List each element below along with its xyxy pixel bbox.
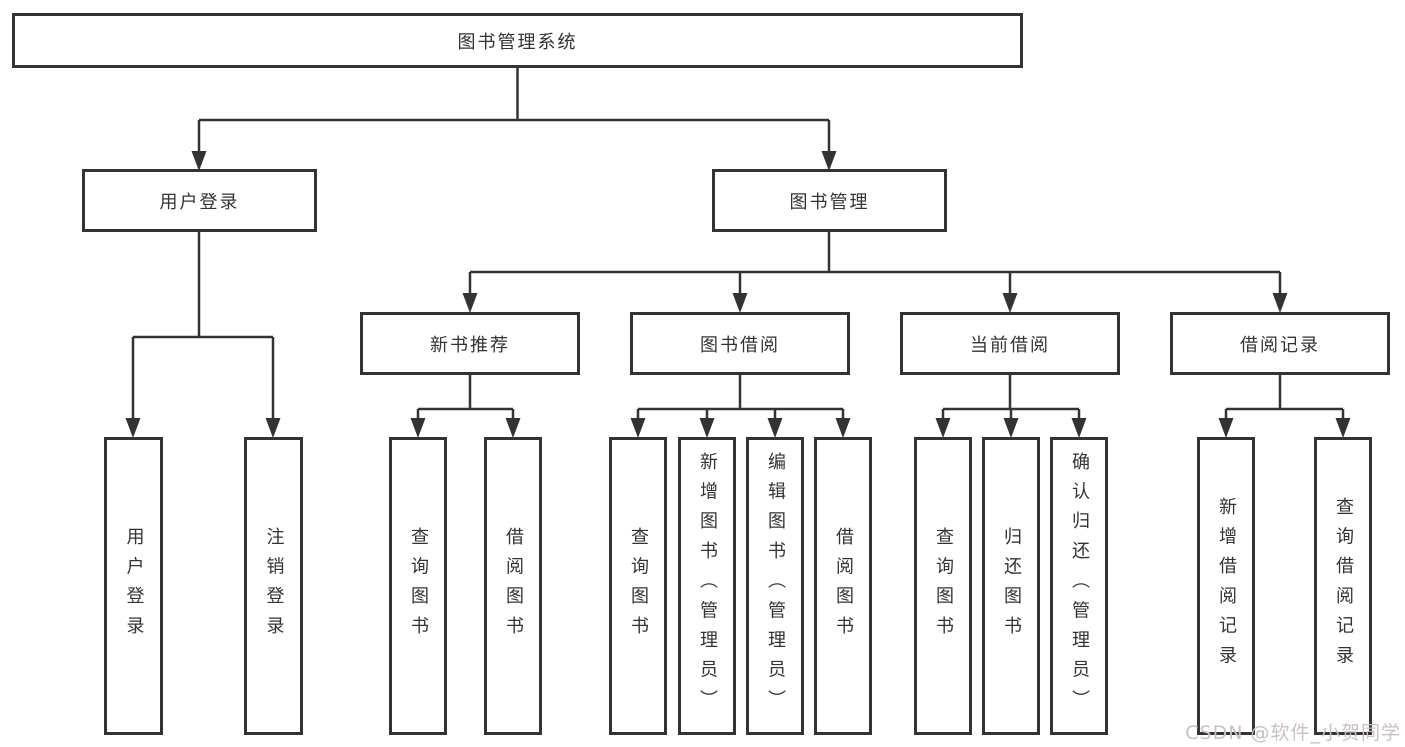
leaf-borrowing-query-books: 查询图书 [609,437,667,735]
node-new-book-recommend: 新书推荐 [360,312,580,375]
node-root: 图书管理系统 [12,13,1023,68]
node-new-book-recommend-label: 新书推荐 [430,334,510,356]
leaf-records-query-record-label: 查询借阅记录 [1333,496,1354,676]
node-book-management-label: 图书管理 [789,191,870,213]
leaf-user-login: 用户登录 [104,437,163,735]
leaf-user-login-label: 用户登录 [123,526,145,646]
leaf-recommend-query-books: 查询图书 [389,437,447,735]
leaf-logout: 注销登录 [244,437,303,735]
leaf-logout-label: 注销登录 [263,526,285,646]
node-current-borrowing-label: 当前借阅 [970,334,1050,356]
leaf-records-add-record: 新增借阅记录 [1197,437,1255,735]
node-book-borrowing: 图书借阅 [630,312,850,375]
leaf-current-return-books-label: 归还图书 [1001,526,1022,646]
leaf-borrowing-query-books-label: 查询图书 [628,526,649,646]
leaf-current-confirm-return-admin-label: 确认归还（管理员） [1069,452,1090,720]
leaf-records-add-record-label: 新增借阅记录 [1216,496,1237,676]
leaf-recommend-query-books-label: 查询图书 [408,526,429,646]
node-user-login-label: 用户登录 [159,191,240,213]
leaf-borrowing-edit-books-admin-label: 编辑图书（管理员） [765,452,786,720]
leaf-recommend-borrow-books-label: 借阅图书 [503,526,524,646]
node-root-label: 图书管理系统 [457,31,578,53]
node-current-borrowing: 当前借阅 [900,312,1120,375]
leaf-current-query-books-label: 查询图书 [933,526,954,646]
node-user-login: 用户登录 [82,169,317,232]
leaf-recommend-borrow-books: 借阅图书 [484,437,542,735]
node-book-borrowing-label: 图书借阅 [700,334,780,356]
arrowheads-down [125,151,1351,438]
leaf-current-query-books: 查询图书 [914,437,972,735]
leaf-borrowing-borrow-books-label: 借阅图书 [833,526,854,646]
node-borrowing-records-label: 借阅记录 [1240,334,1320,356]
leaf-borrowing-add-books-admin-label: 新增图书（管理员） [697,452,718,720]
leaf-current-return-books: 归还图书 [982,437,1040,735]
node-borrowing-records: 借阅记录 [1170,312,1390,375]
leaf-current-confirm-return-admin: 确认归还（管理员） [1050,437,1108,735]
leaf-borrowing-edit-books-admin: 编辑图书（管理员） [746,437,804,735]
watermark-text: CSDN @软件_小贺同学 [1185,722,1401,744]
leaf-records-query-record: 查询借阅记录 [1314,437,1372,735]
leaf-borrowing-add-books-admin: 新增图书（管理员） [678,437,736,735]
node-book-management: 图书管理 [712,169,947,232]
leaf-borrowing-borrow-books: 借阅图书 [814,437,872,735]
